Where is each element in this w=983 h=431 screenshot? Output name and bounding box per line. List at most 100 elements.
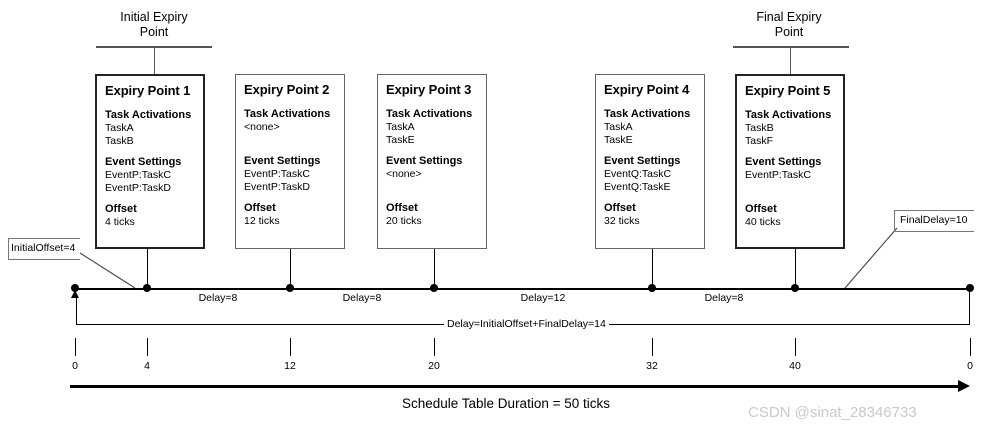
offset-heading: Offset xyxy=(745,203,777,215)
event-settings-section: Event Settings EventP:TaskC EventP:TaskD xyxy=(105,156,195,194)
task-item: TaskE xyxy=(386,133,415,146)
expiry-point-box-1[interactable]: Expiry Point 1 Task Activations TaskA Ta… xyxy=(95,74,205,249)
event-item: EventP:TaskC xyxy=(105,169,171,181)
task-item: TaskA xyxy=(604,121,633,133)
connector-box-4 xyxy=(652,249,653,287)
initial-expiry-point-label: Initial Expiry Point xyxy=(120,10,188,39)
scale-tick-mark xyxy=(147,338,148,356)
expiry-point-title: Expiry Point 5 xyxy=(745,83,831,98)
task-item: TaskF xyxy=(745,134,774,147)
wrap-delay-label: Delay=InitialOffset+FinalDelay=14 xyxy=(444,318,609,330)
event-item: EventP:TaskD xyxy=(105,181,171,194)
event-settings-section: Event Settings <none> xyxy=(386,155,478,193)
initial-offset-bracket xyxy=(8,238,80,260)
offset-heading: Offset xyxy=(604,202,636,214)
scale-tick-label: 20 xyxy=(428,360,440,372)
scale-tick-mark xyxy=(290,338,291,356)
connector-box-1 xyxy=(147,249,148,287)
final-delay-bracket xyxy=(894,210,974,232)
initial-expiry-bracket-stem xyxy=(154,46,155,74)
final-expiry-bracket-stem xyxy=(790,46,791,74)
scale-tick-mark xyxy=(434,338,435,356)
event-settings-heading: Event Settings xyxy=(105,156,182,168)
event-settings-heading: Event Settings xyxy=(604,155,681,167)
task-item: TaskA xyxy=(386,121,415,133)
final-expiry-bracket-rule xyxy=(733,46,849,48)
delay-label-2: Delay=8 xyxy=(342,292,382,304)
task-activations-section: Task Activations TaskA TaskE xyxy=(386,108,478,146)
task-activations-section: Task Activations TaskA TaskB xyxy=(105,109,195,147)
scale-tick-label: 12 xyxy=(284,360,296,372)
expiry-point-title: Expiry Point 3 xyxy=(386,82,472,97)
timeline-node-5 xyxy=(791,284,799,292)
scale-tick-label: 0 xyxy=(967,360,973,372)
scale-tick-label: 0 xyxy=(72,360,78,372)
task-activations-section: Task Activations TaskA TaskE xyxy=(604,108,696,146)
event-item: EventP:TaskC xyxy=(244,168,310,180)
event-settings-section: Event Settings EventQ:TaskC EventQ:TaskE xyxy=(604,155,696,193)
duration-arrowhead xyxy=(958,380,970,392)
event-item-spacer xyxy=(745,182,835,195)
wrap-loop-right-segment xyxy=(969,289,970,325)
initial-offset-callout: InitialOffset=4 xyxy=(11,242,76,254)
wrap-loop-left-segment xyxy=(76,296,77,325)
event-item-spacer xyxy=(386,181,478,194)
final-delay-callout: FinalDelay=10 xyxy=(900,214,968,226)
scale-tick-label: 4 xyxy=(144,360,150,372)
final-expiry-point-label: Final Expiry Point xyxy=(756,10,822,39)
delay-label-3: Delay=12 xyxy=(520,292,566,304)
task-item: TaskB xyxy=(745,122,774,134)
offset-value: 32 ticks xyxy=(604,215,640,227)
offset-value: 4 ticks xyxy=(105,216,135,228)
scale-tick-label: 32 xyxy=(646,360,658,372)
timeline-node-2 xyxy=(286,284,294,292)
task-item: <none> xyxy=(244,121,280,133)
task-activations-heading: Task Activations xyxy=(105,109,192,121)
duration-arrow-line xyxy=(70,385,960,388)
task-activations-section: Task Activations <none> xyxy=(244,108,336,146)
scale-tick-mark xyxy=(795,338,796,356)
task-activations-heading: Task Activations xyxy=(745,109,832,121)
timeline-axis xyxy=(75,288,970,290)
task-activations-section: Task Activations TaskB TaskF xyxy=(745,109,835,147)
connector-box-5 xyxy=(795,249,796,287)
task-activations-heading: Task Activations xyxy=(244,108,331,120)
connector-box-2 xyxy=(290,249,291,287)
connector-box-3 xyxy=(434,249,435,287)
timeline-node-1 xyxy=(143,284,151,292)
offset-heading: Offset xyxy=(386,202,418,214)
task-item: TaskB xyxy=(105,134,134,147)
event-item: <none> xyxy=(386,168,422,180)
expiry-point-box-3[interactable]: Expiry Point 3 Task Activations TaskA Ta… xyxy=(377,74,487,249)
timeline-node-3 xyxy=(430,284,438,292)
offset-heading: Offset xyxy=(244,202,276,214)
offset-value: 12 ticks xyxy=(244,215,280,227)
timeline-node-4 xyxy=(648,284,656,292)
task-item: TaskE xyxy=(604,133,633,146)
expiry-point-box-4[interactable]: Expiry Point 4 Task Activations TaskA Ta… xyxy=(595,74,705,249)
timeline-node-start xyxy=(71,284,79,292)
offset-heading: Offset xyxy=(105,203,137,215)
expiry-point-box-2[interactable]: Expiry Point 2 Task Activations <none> E… xyxy=(235,74,345,249)
timeline-node-end xyxy=(966,284,974,292)
event-item: EventP:TaskC xyxy=(745,169,811,181)
event-settings-heading: Event Settings xyxy=(386,155,463,167)
scale-tick-mark xyxy=(970,338,971,356)
offset-section: Offset 12 ticks xyxy=(244,202,336,228)
delay-label-4: Delay=8 xyxy=(704,292,744,304)
task-item: TaskA xyxy=(105,122,134,134)
scale-tick-mark xyxy=(75,338,76,356)
event-settings-heading: Event Settings xyxy=(244,155,321,167)
task-activations-heading: Task Activations xyxy=(604,108,691,120)
event-item: EventQ:TaskC xyxy=(604,168,672,180)
expiry-point-box-5[interactable]: Expiry Point 5 Task Activations TaskB Ta… xyxy=(735,74,845,249)
offset-value: 20 ticks xyxy=(386,215,422,227)
offset-section: Offset 32 ticks xyxy=(604,202,696,228)
event-item: EventQ:TaskE xyxy=(604,180,671,193)
scale-tick-mark xyxy=(652,338,653,356)
event-settings-section: Event Settings EventP:TaskC EventP:TaskD xyxy=(244,155,336,193)
event-settings-section: Event Settings EventP:TaskC xyxy=(745,156,835,194)
watermark: CSDN @sinat_28346733 xyxy=(748,404,917,421)
expiry-point-title: Expiry Point 1 xyxy=(105,83,191,98)
